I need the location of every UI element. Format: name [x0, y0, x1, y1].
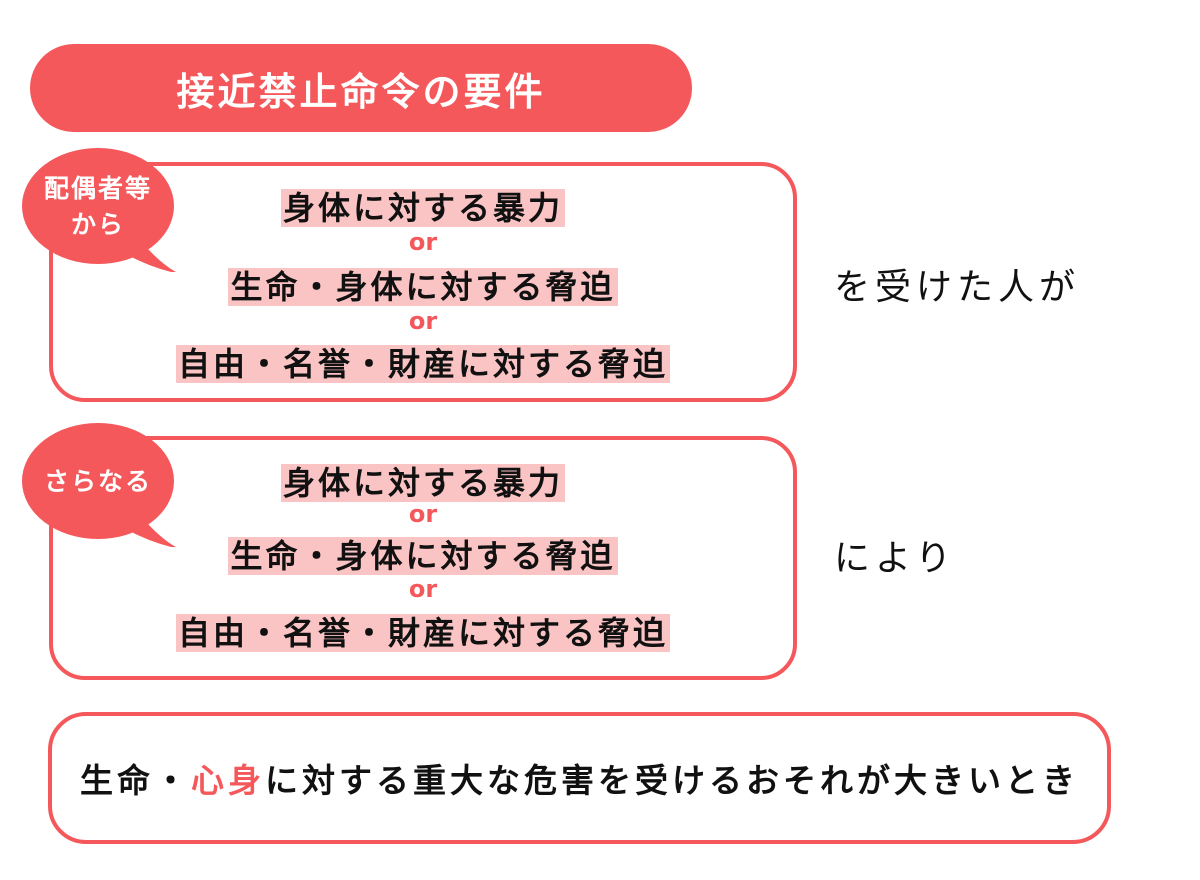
bubble-line-2: から: [70, 210, 125, 239]
speech-bubble-text: 配偶者等 から: [22, 148, 174, 266]
condition-violence: 身体に対する暴力: [280, 464, 565, 502]
conclusion-box: 生命・心身に対する重大な危害を受けるおそれが大きいとき: [48, 712, 1111, 844]
condition-violence: 身体に対する暴力: [280, 189, 565, 227]
bubble-line-1: 配偶者等: [43, 174, 152, 203]
conclusion-text: 生命・心身に対する重大な危害を受けるおそれが大きいとき: [80, 761, 1079, 800]
speech-bubble-shape: [22, 148, 176, 272]
condition-threat-freedom: 自由・名誉・財産に対する脅迫: [175, 345, 670, 383]
condition-threat-freedom: 自由・名誉・財産に対する脅迫: [175, 614, 670, 652]
conclusion-accent: 心身: [191, 761, 265, 800]
speech-bubble-shape: [22, 423, 176, 547]
condition-threat-life: 生命・身体に対する脅迫: [228, 537, 618, 575]
speech-bubble-further: さらなる: [22, 423, 182, 547]
side-text-by: により: [834, 538, 957, 579]
or-separator: or: [408, 307, 438, 335]
or-separator: or: [408, 575, 438, 603]
speech-bubble-text: さらなる: [22, 423, 174, 541]
side-text-received: を受けた人が: [834, 267, 1081, 308]
or-separator: or: [408, 228, 438, 256]
title-banner: 接近禁止命令の要件: [30, 44, 692, 132]
bubble-line-1: さらなる: [43, 467, 152, 496]
condition-threat-life: 生命・身体に対する脅迫: [228, 268, 618, 306]
or-separator: or: [408, 500, 438, 528]
diagram-title: 接近禁止命令の要件: [176, 69, 546, 114]
speech-bubble-spouse: 配偶者等 から: [22, 148, 182, 272]
